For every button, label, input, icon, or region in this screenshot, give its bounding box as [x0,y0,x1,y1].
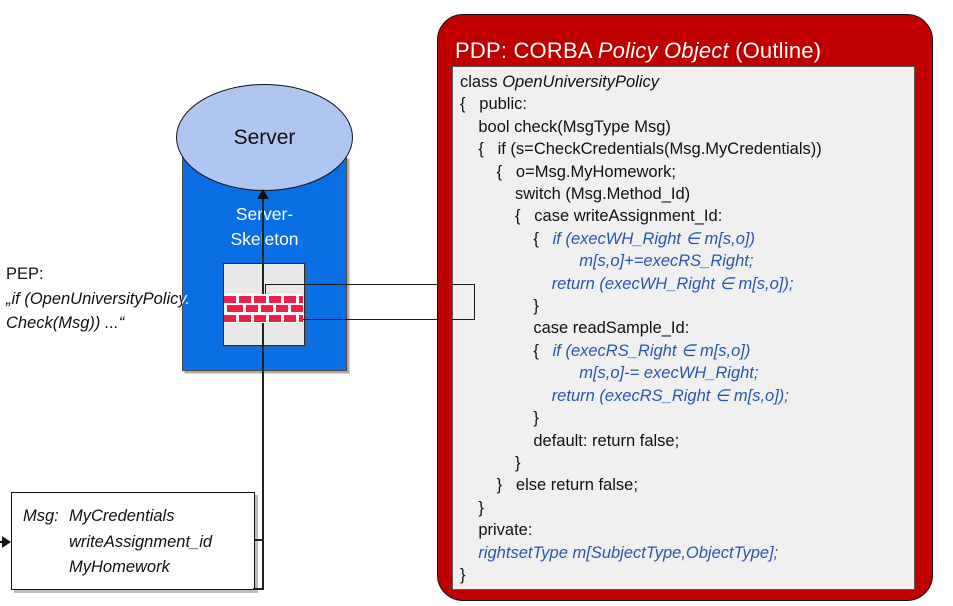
code-segment: if (execRS_Right ∈ m[s,o]) [552,341,751,360]
skeleton-label-line2: Skeleton [230,229,299,249]
code-segment [460,364,579,382]
code-segment: m[s,o]-= execWH_Right; [579,364,759,383]
code-line: bool check(MsgType Msg) [460,116,914,138]
code-segment: m[s,o]+=execRS_Right; [579,252,754,271]
code-segment: private: [460,521,533,540]
code-segment [460,387,552,405]
skeleton-label-line1: Server- [235,204,294,224]
code-line: { if (execRS_Right ∈ m[s,o]) [460,340,914,362]
code-line: { if (execWH_Right ∈ m[s,o]) [460,228,914,250]
code-segment: { [460,341,553,360]
code-line: } [460,497,914,519]
code-segment: if (execWH_Right ∈ m[s,o]) [552,229,755,248]
server-label: Server [233,125,296,149]
code-segment: { o=Msg.MyHomework; [460,162,676,181]
connector-border-overlap [439,282,451,323]
code-line: } [460,564,914,586]
msg-line-jog [255,539,264,541]
code-line: default: return false; [460,430,914,452]
code-segment: bool check(MsgType Msg) [460,117,671,136]
code-segment [460,544,478,562]
code-segment: OpenUniversityPolicy [502,73,659,91]
code-segment: case readSample_Id: [460,319,690,338]
code-line: case readSample_Id: [460,317,914,339]
brick-row [224,314,303,322]
code-line: m[s,o]-= execWH_Right; [460,362,914,384]
code-segment: } [460,453,521,472]
msg-label: Msg: [23,507,59,525]
brick-row [224,305,303,313]
code-segment: } [460,498,484,517]
code-line: rightsetType m[SubjectType,ObjectType]; [460,542,914,564]
code-line: { case writeAssignment_Id: [460,205,914,227]
code-segment: } else return false; [460,476,638,495]
server-skeleton-label: Server- Skeleton [182,202,347,252]
pep-label-overlay: PEP: „if (OpenUniversityPolicy. Check(Ms… [6,265,190,332]
pdp-code-panel: class OpenUniversityPolicy { public: bool… [452,66,915,590]
code-line: private: [460,519,914,541]
brick-row [224,296,303,303]
code-segment: } [460,297,539,316]
code-segment: default: return false; [460,431,680,450]
code-line: } [460,295,914,317]
up-arrowhead-icon [257,189,269,199]
msg-line-bottom-jog [253,588,264,590]
code-line: } else return false; [460,474,914,496]
right-arrowhead-icon [2,536,11,548]
code-segment: return (execWH_Right ∈ m[s,o]); [551,274,794,293]
code-line: class OpenUniversityPolicy [460,71,914,93]
code-block: class OpenUniversityPolicy { public: bool… [460,71,914,589]
pep-label: PEP: „if (OpenUniversityPolicy. Check(Ms… [6,262,236,336]
firewall-brick-icon [224,294,303,323]
code-line: m[s,o]+=execRS_Right; [460,250,914,272]
code-line: } [460,407,914,429]
code-segment: { public: [460,95,527,114]
pep-title: PEP: [6,265,44,283]
code-line: { o=Msg.MyHomework; [460,161,914,183]
code-segment: Policy Object [597,38,729,63]
code-line: switch (Msg.Method_Id) [460,183,914,205]
code-segment: (Outline) [728,38,822,63]
code-line: return (execRS_Right ∈ m[s,o]); [460,385,914,407]
code-line: return (execWH_Right ∈ m[s,o]); [460,273,914,295]
code-segment: { if (s=CheckCredentials(Msg.MyCredentia… [460,140,822,159]
code-segment: switch (Msg.Method_Id) [460,185,691,204]
code-segment: { case writeAssignment_Id: [460,207,723,226]
code-segment: { [460,229,553,248]
msg-item: MyHomework [69,558,170,576]
msg-item: writeAssignment_id [69,532,213,551]
code-segment: } [460,409,539,428]
server-ellipse: Server [176,84,353,191]
code-segment: PDP: CORBA [455,38,598,63]
code-line: { if (s=CheckCredentials(Msg.MyCredentia… [460,138,914,160]
code-line: } [460,452,914,474]
skeleton-to-msg-line [262,197,264,589]
code-segment [460,252,579,270]
code-segment: return (execRS_Right ∈ m[s,o]); [551,386,789,405]
pep-code-line1: „if (OpenUniversityPolicy. [6,289,190,308]
msg-item: MyCredentials [69,507,175,525]
code-segment: rightsetType m[SubjectType,ObjectType]; [478,543,779,562]
code-segment: } [460,565,466,584]
code-segment: class [460,73,503,91]
code-line: { public: [460,93,914,115]
pep-code-line2: Check(Msg)) ...“ [6,314,125,332]
pdp-title: PDP: CORBA Policy Object (Outline) [455,38,925,64]
